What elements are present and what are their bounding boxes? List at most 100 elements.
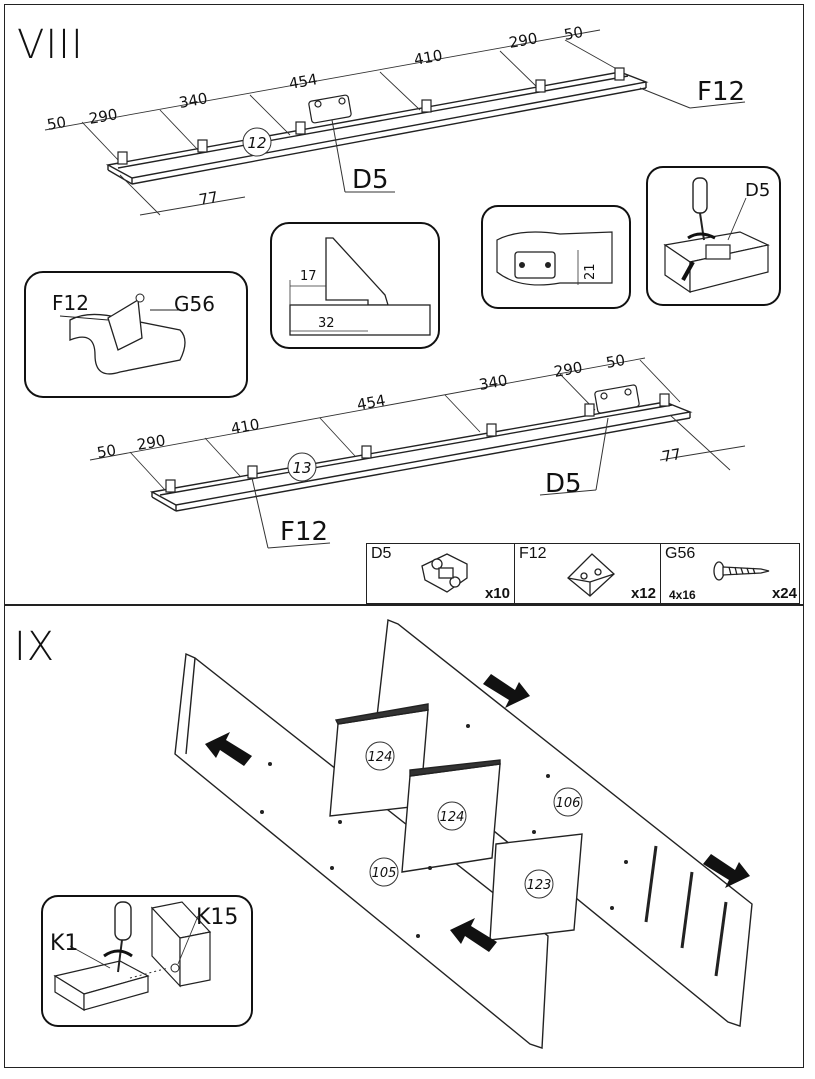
arrow-right-icon	[205, 732, 252, 766]
dim-label: 50	[605, 351, 627, 372]
corner-bracket-icon	[486, 423, 497, 437]
dowel-holes	[260, 724, 628, 938]
panel-12-bracket-label: F12	[697, 77, 745, 107]
hinge-plate-icon	[705, 244, 731, 260]
panel-13-brackets	[165, 384, 670, 493]
panel-13-rail	[149, 401, 693, 512]
hardware-item-d5: D5 x10	[367, 544, 514, 603]
screwdriver-icon	[692, 177, 708, 214]
panel-12-rail	[105, 71, 649, 185]
dim-label: 77	[661, 445, 683, 466]
rotate-arrow-icon	[687, 232, 716, 240]
bracket-detail-box	[24, 271, 248, 398]
corner-bracket-icon	[567, 553, 615, 597]
hardware-code: F12	[519, 545, 547, 562]
panel-number: 124	[440, 810, 465, 825]
hardware-qty: x24	[771, 585, 797, 602]
step-8-drawing: 50 290 340 454 410 290 50 77 12 D5 F12 F	[24, 23, 781, 549]
panel-12-number: 12	[247, 134, 266, 152]
panel-13-dimension-labels: 50 290 410 454 340 290 50 77	[96, 351, 683, 466]
screw-icon	[135, 293, 145, 303]
panel-number: 105	[372, 866, 397, 881]
dim-label: 290	[508, 29, 539, 52]
dim-label: 50	[96, 441, 118, 462]
corner-bracket-icon	[197, 139, 208, 153]
hinge-plate-icon	[514, 251, 556, 279]
dim-label: 50	[563, 23, 585, 44]
down-arrow-icon	[681, 261, 695, 281]
screwdriver-detail-box	[646, 166, 781, 306]
profile-detail-box	[270, 222, 440, 349]
hinge-detail-value: 21	[583, 263, 598, 280]
panel-12-number-badge	[242, 127, 272, 157]
cam-detail-k1-label: K1	[50, 931, 78, 956]
panel-12-leaders	[331, 87, 746, 193]
hinge-plate-icon	[421, 553, 468, 593]
side-panel-105	[174, 652, 549, 1049]
dim-label: 290	[136, 431, 167, 454]
cam-detail-box	[41, 895, 253, 1027]
panel-12-dimension-labels: 50 290 340 454 410 290 50 77	[46, 23, 585, 209]
panel-12-hinge-label: D5	[352, 165, 389, 195]
dim-label: 340	[178, 89, 209, 112]
corner-bracket-icon	[421, 99, 432, 113]
screw-icon	[713, 561, 770, 581]
dim-label: 77	[198, 188, 220, 209]
panel-number: 124	[368, 750, 393, 765]
corner-bracket-icon	[295, 121, 306, 135]
hardware-qty: x12	[630, 585, 656, 602]
hardware-code: G56	[665, 545, 696, 562]
hinge-detail-box	[481, 205, 631, 309]
screwdriver-detail-label: D5	[745, 180, 770, 201]
panel-12-brackets	[117, 67, 625, 165]
arrow-left-icon	[483, 674, 530, 708]
panel-13-bracket-label: F12	[280, 517, 328, 547]
hinge-plate-icon	[308, 94, 352, 124]
corner-bracket-icon	[107, 298, 143, 351]
arrow-left-icon	[703, 854, 750, 888]
dim-label: 454	[288, 70, 319, 93]
step-8-title: VIII	[17, 22, 84, 68]
corner-bracket-icon	[117, 151, 128, 165]
profile-detail-top-value: 17	[300, 269, 317, 284]
panel-13-number-badge	[287, 452, 317, 482]
corner-bracket-icon	[535, 79, 546, 93]
corner-bracket-icon	[614, 67, 625, 81]
rotate-arrow-icon	[103, 949, 133, 958]
corner-bracket-icon	[584, 403, 595, 417]
profile-detail-bottom-value: 32	[318, 316, 335, 331]
cam-bolt-icon	[170, 963, 180, 973]
panel-13-number: 13	[292, 459, 311, 477]
cam-detail-k15-label: K15	[196, 905, 238, 930]
hardware-item-f12: F12 x12	[514, 544, 660, 603]
dim-label: 340	[478, 371, 509, 394]
drawer-runners	[644, 845, 728, 977]
hardware-table: D5 x10 F12 x12 G56	[366, 543, 800, 604]
panel-13-leaders	[251, 417, 609, 549]
instruction-sheet-frame	[4, 4, 804, 1068]
panel-13-dimension-line	[89, 357, 746, 491]
bracket-detail-left-label: F12	[52, 291, 89, 315]
dim-label: 410	[230, 415, 261, 438]
hardware-size: 4x16	[669, 588, 696, 602]
hardware-item-g56: G56 4x16 x24	[660, 544, 801, 603]
dim-label: 290	[88, 105, 119, 128]
corner-bracket-icon	[247, 465, 258, 479]
arrow-right-icon	[450, 918, 497, 952]
hardware-qty: x10	[484, 585, 510, 602]
panel-13-hinge-label: D5	[545, 469, 582, 499]
bracket-detail-right-label: G56	[174, 292, 215, 316]
panel-number: 123	[527, 878, 552, 893]
panel-number: 106	[556, 796, 581, 811]
dim-label: 290	[553, 358, 584, 381]
dim-label: 454	[356, 391, 387, 414]
screwdriver-icon	[114, 901, 132, 941]
corner-bracket-icon	[361, 445, 372, 459]
corner-bracket-icon	[165, 479, 176, 493]
hardware-code: D5	[371, 545, 392, 562]
step-9-title: IX	[14, 624, 56, 670]
panel-12-dimension-line	[44, 29, 623, 216]
corner-bracket-icon	[659, 393, 670, 407]
dim-label: 50	[46, 113, 68, 134]
step-9-drawing: 124 124 106 105 123	[41, 619, 753, 1049]
